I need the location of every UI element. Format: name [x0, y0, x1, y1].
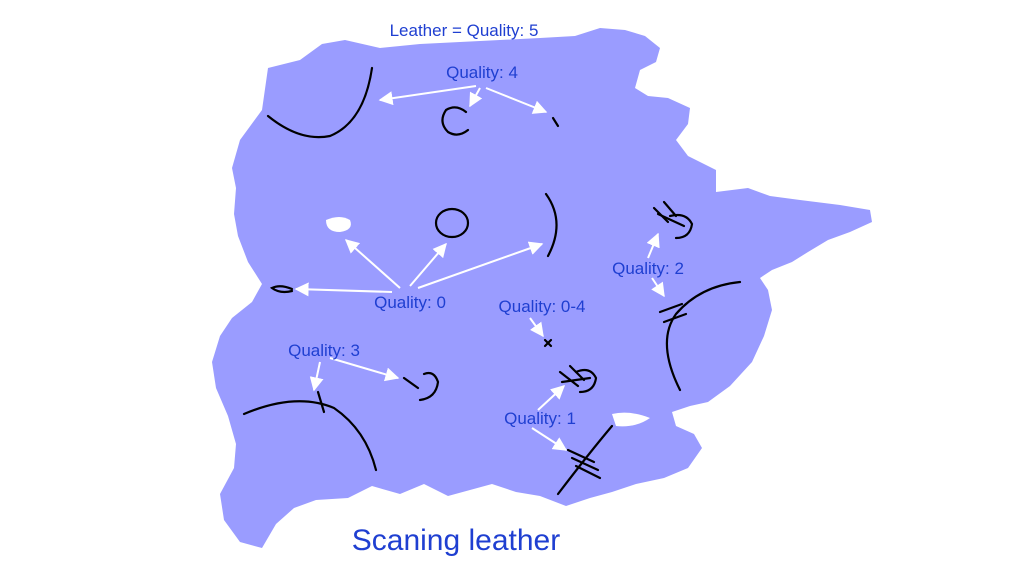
q3-c-defect: [418, 371, 440, 402]
dash-defect-top-right: [551, 116, 560, 128]
label-quality-0-4: Quality: 0-4: [499, 297, 586, 316]
label-quality-1: Quality: 1: [504, 409, 576, 428]
label-quality-3: Quality: 3: [288, 341, 360, 360]
leather-hide: [212, 28, 872, 548]
line-defect-bottom: [556, 424, 614, 496]
edge-defect-left: [269, 285, 294, 294]
label-quality-4: Quality: 4: [446, 63, 518, 82]
arc-defect-top-left: [266, 66, 374, 139]
label-quality-2: Quality: 2: [612, 259, 684, 278]
hole-defect: [326, 217, 351, 232]
x-defect: [543, 338, 553, 348]
arc-defect-center: [544, 192, 558, 258]
defect-marks: [242, 66, 742, 496]
label-leather-quality-5: Leather = Quality: 5: [390, 21, 539, 40]
q1-c-defect: [574, 368, 598, 394]
arrows: [294, 85, 665, 451]
arc-defect-right: [665, 280, 742, 392]
arc-defect-bottom-left: [242, 400, 378, 472]
circle-defect: [434, 207, 470, 239]
c-defect-top: [441, 106, 470, 136]
caption: Scaning leather: [352, 524, 560, 557]
label-quality-0: Quality: 0: [374, 293, 446, 312]
notch-defect: [612, 412, 650, 427]
q2-c-defect: [668, 213, 694, 240]
